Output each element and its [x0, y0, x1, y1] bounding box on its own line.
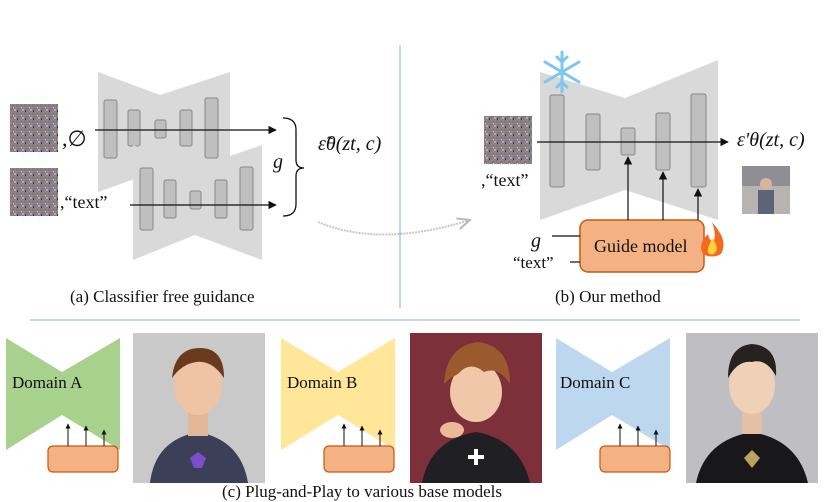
noise-image-1: [10, 104, 58, 152]
domain-c-label: Domain C: [560, 373, 630, 392]
domain-b-label: Domain B: [287, 373, 357, 392]
guide-model-b: [323, 445, 395, 473]
portrait-b: [410, 333, 542, 483]
portrait-a: [133, 333, 265, 483]
brace: [282, 117, 305, 217]
g-label-a: g: [273, 151, 283, 173]
output-b: ε′θ(zt, c): [737, 129, 805, 151]
text-condition-b: ,“text”: [481, 170, 528, 190]
text-condition-a: ,“text”: [60, 192, 107, 212]
noise-image-b: [484, 116, 532, 164]
guide-model-c: [599, 445, 671, 473]
snowflake-icon: [543, 50, 581, 94]
caption-a: (a) Classifier free guidance: [70, 287, 255, 306]
fire-icon: [701, 222, 724, 257]
g-label-b: g: [531, 230, 541, 252]
transition-arrow: [317, 220, 470, 236]
null-condition: ,∅: [62, 126, 87, 151]
panel-a: ,∅ ,“text” g ε̃θ(zt, c) (a) Classifier f…: [10, 72, 470, 306]
noise-image-2: [10, 168, 58, 216]
domain-b: Domain B: [281, 338, 395, 473]
guide-model-label: Guide model: [594, 236, 687, 256]
guide-model-a: [47, 445, 119, 473]
portrait-c: [686, 333, 818, 483]
panel-b: ,“text” ε′θ(zt, c) Guide model g “text” …: [481, 50, 805, 306]
domain-a-label: Domain A: [12, 373, 83, 392]
caption-c: (c) Plug-and-Play to various base models: [222, 482, 502, 501]
text-label-b: “text”: [513, 253, 554, 272]
output-a: ε̃θ(zt, c): [318, 133, 382, 155]
output-image: [742, 166, 790, 214]
domain-a: Domain A: [6, 338, 120, 473]
caption-b: (b) Our method: [555, 287, 661, 306]
panel-c: Domain A Domain B: [6, 333, 818, 501]
domain-c: Domain C: [556, 338, 671, 473]
